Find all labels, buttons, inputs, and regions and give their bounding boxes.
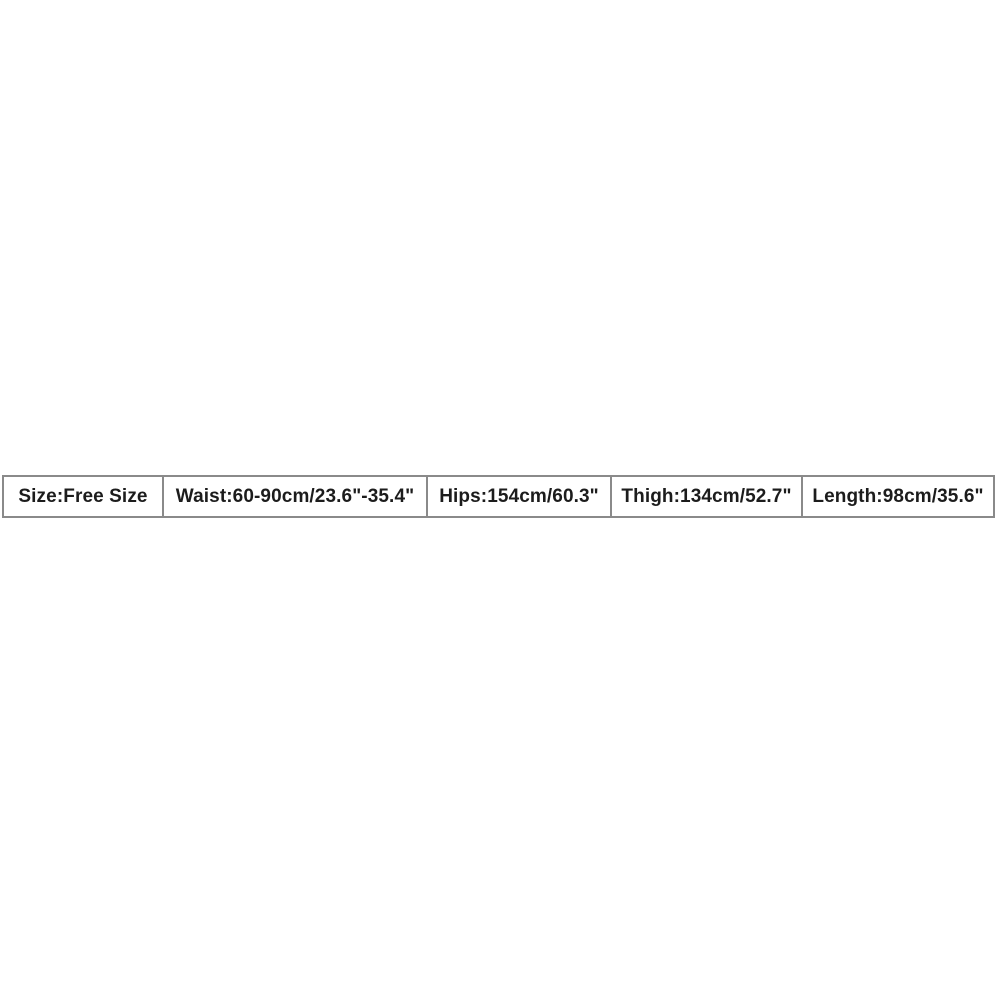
size-chart-cell-thigh: Thigh:134cm/52.7" xyxy=(612,477,803,516)
size-chart-cell-hips: Hips:154cm/60.3" xyxy=(428,477,612,516)
size-chart-cell-length: Length:98cm/35.6" xyxy=(812,485,984,507)
size-chart-cell-waist: Waist:60-90cm/23.6"-35.4" xyxy=(164,477,428,516)
size-chart-cell-size: Size:Free Size xyxy=(4,477,164,516)
size-chart-table: Size:Free Size Waist:60-90cm/23.6"-35.4"… xyxy=(2,475,995,518)
